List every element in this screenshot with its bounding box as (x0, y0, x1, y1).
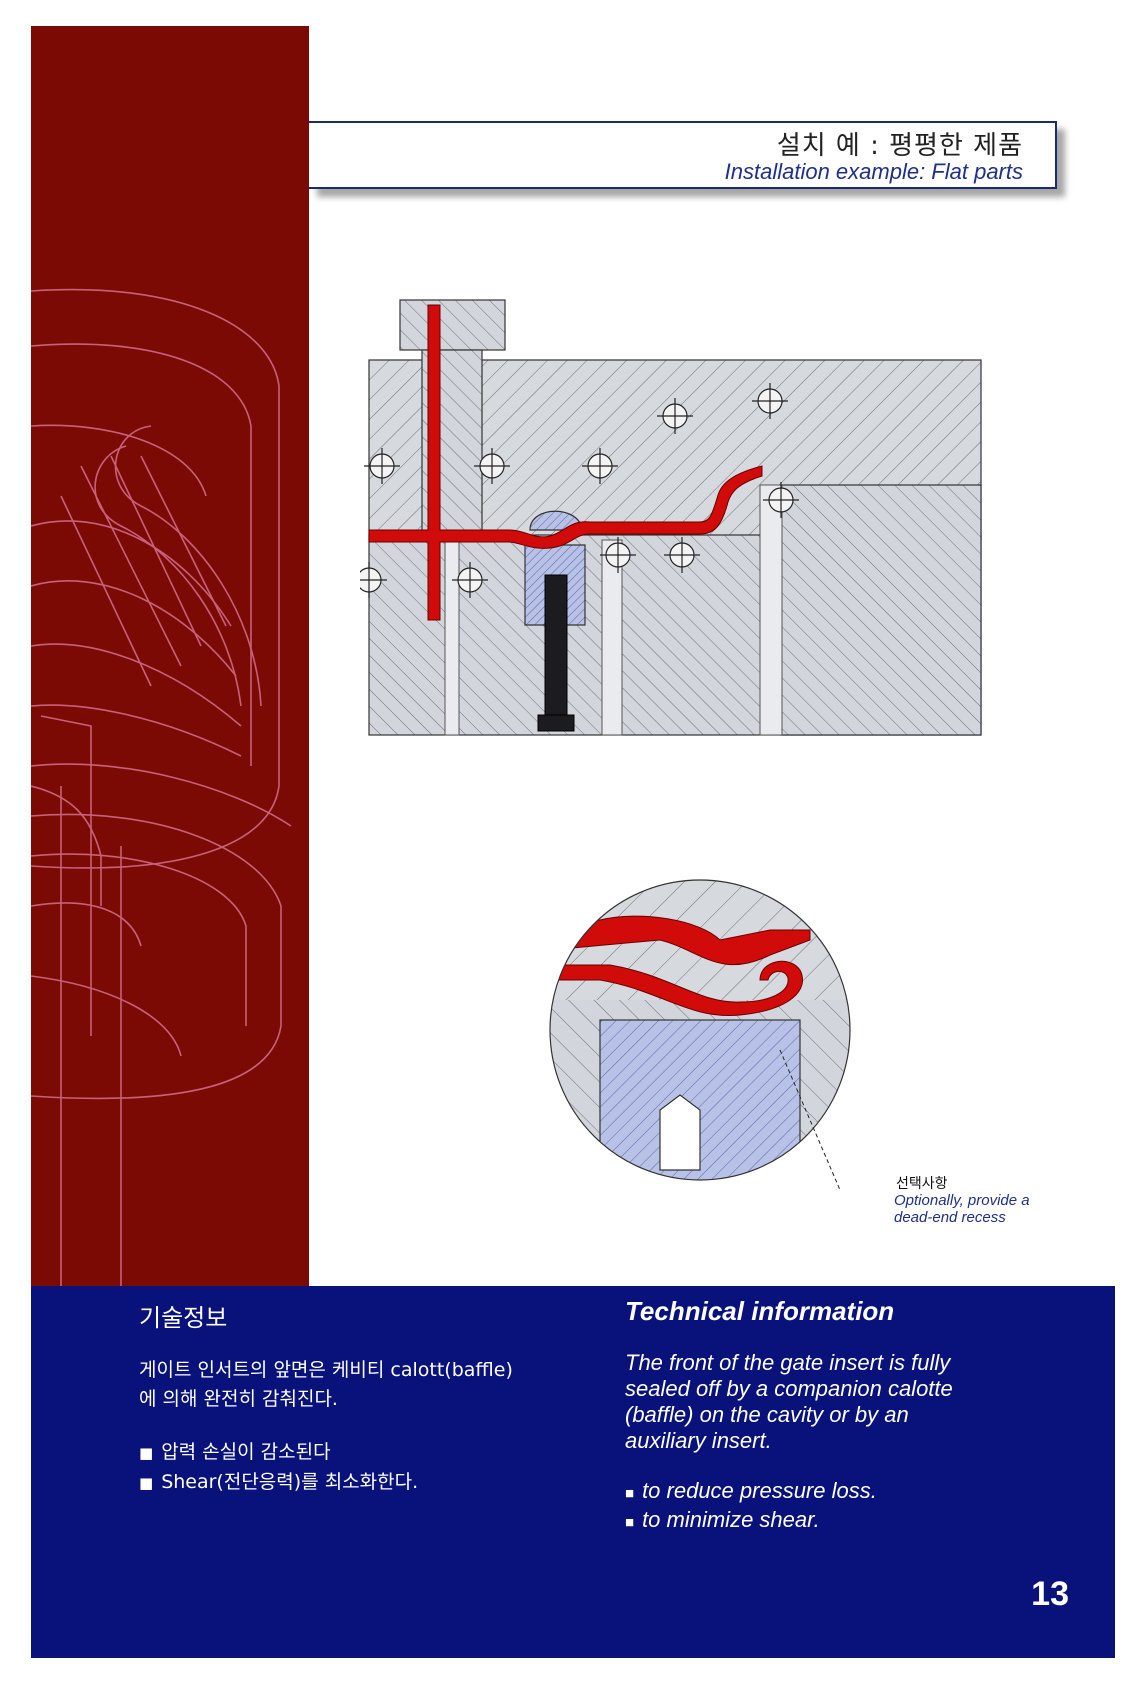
detail-melt-flow (550, 960, 803, 1017)
cavity-insert (779, 484, 982, 736)
body-korean: 게이트 인서트의 앞면은 케비티 calott(baffle) 에 의해 완전히… (139, 1356, 599, 1414)
detail-circle-outline (549, 879, 851, 1181)
bullet-list-korean: ■ 압력 손실이 감소된다 ■ Shear(전단응력)를 최소화한다. (139, 1438, 418, 1498)
body-line: auxiliary insert. (625, 1428, 772, 1453)
title-box: 설치 예 : 평평한 제품 Installation example: Flat… (309, 121, 1057, 189)
nozzle-line-art (31, 288, 292, 1286)
list-item: ■ 압력 손실이 감소된다 (139, 1438, 418, 1468)
body-line: (baffle) on the cavity or by an (625, 1402, 909, 1427)
technical-info-panel: 기술정보 게이트 인서트의 앞면은 케비티 calott(baffle) 에 의… (31, 1286, 1115, 1658)
bullet-text: Shear(전단응력)를 최소화한다. (161, 1471, 419, 1493)
heading-english: Technical information (625, 1296, 895, 1326)
bullet-icon: ■ (139, 1444, 154, 1462)
bullet-text: to minimize shear. (642, 1507, 820, 1532)
gate-detail-view (549, 879, 851, 1190)
list-item: ■ to reduce pressure loss. (625, 1478, 877, 1507)
bullet-icon: ■ (139, 1474, 154, 1492)
sprue-bushing-head (399, 299, 506, 351)
bullet-icon: ■ (625, 1485, 635, 1502)
heading-korean: 기술정보 (139, 1304, 228, 1332)
callout-line: Optionally, provide a (894, 1192, 1030, 1209)
body-english: The front of the gate insert is fully se… (625, 1350, 1005, 1454)
ejector-channel (444, 539, 460, 736)
bullet-list-english: ■ to reduce pressure loss. ■ to minimize s… (625, 1478, 877, 1536)
callout-korean: 선택사항 (896, 1176, 948, 1192)
dead-end-recess (659, 1094, 701, 1171)
body-line: sealed off by a companion calotte (625, 1376, 953, 1401)
cooling-channel (759, 484, 783, 736)
mold-cross-section-drawing (360, 299, 982, 736)
callout-english: Optionally, provide a dead-end recess (894, 1192, 1030, 1226)
page-title-korean: 설치 예 : 평평한 제품 (776, 131, 1023, 161)
body-line: 게이트 인서트의 앞면은 케비티 calott(baffle) (139, 1359, 513, 1381)
melt-flow-path (368, 304, 763, 621)
callout-line: dead-end recess (894, 1209, 1006, 1226)
list-item: ■ Shear(전단응력)를 최소화한다. (139, 1468, 418, 1498)
body-line: The front of the gate insert is fully (625, 1350, 951, 1375)
cooling-channel (601, 539, 623, 736)
callout-leader-line (779, 1049, 841, 1190)
bullet-text: to reduce pressure loss. (642, 1478, 877, 1503)
bullet-text: 압력 손실이 감소된다 (161, 1441, 331, 1463)
bullet-icon: ■ (625, 1514, 635, 1531)
page-number: 13 (1031, 1575, 1069, 1613)
sidebar-panel (31, 26, 309, 1286)
screw-head (537, 714, 575, 732)
fixing-screw (544, 574, 568, 726)
body-line: 에 의해 완전히 감춰진다. (139, 1388, 338, 1410)
list-item: ■ to minimize shear. (625, 1507, 877, 1536)
page-title-english: Installation example: Flat parts (724, 159, 1023, 184)
bolt-marks (360, 383, 799, 598)
